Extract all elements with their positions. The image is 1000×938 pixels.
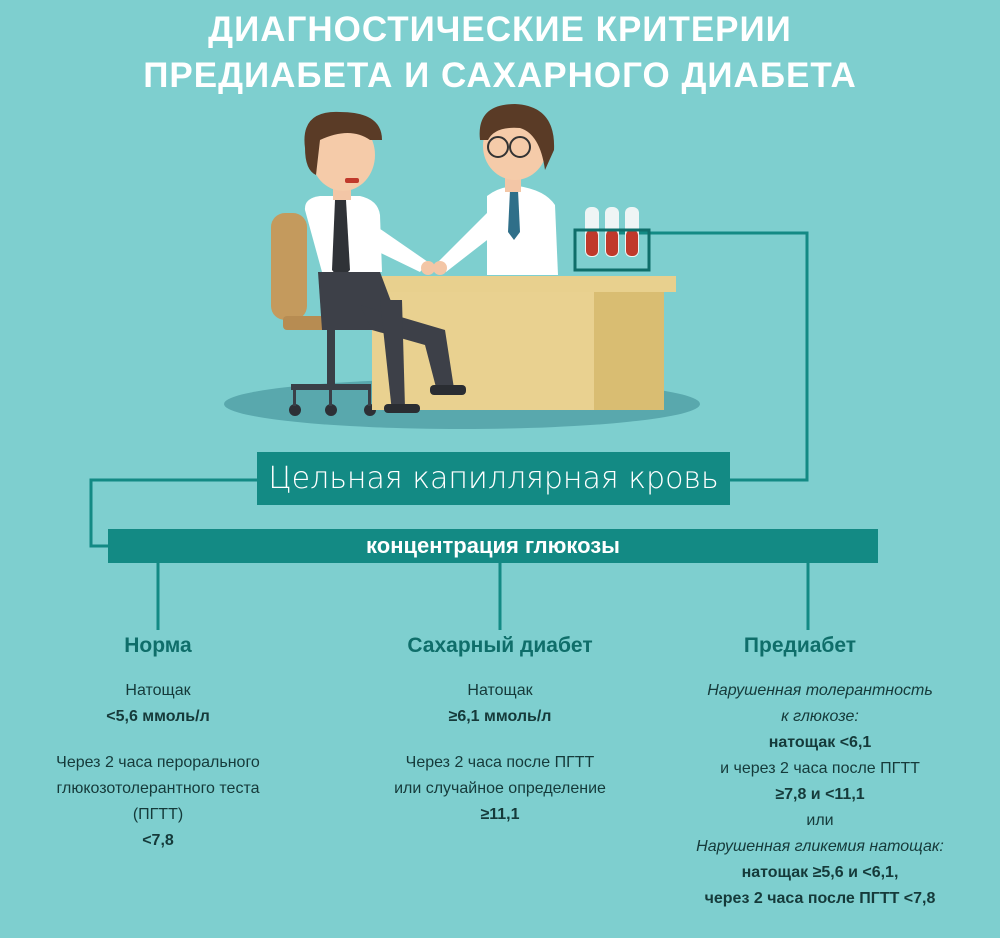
doctor-illustration <box>433 104 558 275</box>
norm-fasting-label: Натощак <box>125 682 191 699</box>
diabetes-ogtt-line-1: Через 2 часа после ПГТТ <box>405 754 595 771</box>
left-connector <box>89 478 257 548</box>
prediabetes-ifg-after: через 2 часа после ПГТТ <7,8 <box>704 890 936 907</box>
diabetes-title: Сахарный диабет <box>407 634 593 657</box>
prediabetes-igt-after: и через 2 часа после ПГТТ <box>720 760 920 777</box>
connector-lines <box>89 231 810 630</box>
norm-ogtt-line-2: глюкозотолерантного теста <box>56 780 260 797</box>
prediabetes-column: Нарушенная толерантность к глюкозе: нато… <box>660 678 980 912</box>
patient-illustration <box>304 111 466 413</box>
title-line-1: ДИАГНОСТИЧЕСКИЕ КРИТЕРИИ <box>208 10 792 49</box>
prediabetes-igt-line-1: Нарушенная толерантность <box>707 682 933 699</box>
prediabetes-title: Предиабет <box>743 634 857 657</box>
prediabetes-or: или <box>806 812 834 829</box>
prediabetes-igt-line-2: к глюкозе: <box>781 708 859 725</box>
norm-ogtt-line-1: Через 2 часа перорального <box>56 754 260 771</box>
measure-bar: концентрация глюкозы <box>108 529 878 563</box>
prediabetes-ifg-label: Нарушенная гликемия натощак: <box>696 838 944 855</box>
diabetes-fasting-value: ≥6,1 ммоль/л <box>448 708 552 725</box>
norm-title: Норма <box>124 634 192 657</box>
diabetes-ogtt-value: ≥11,1 <box>480 806 520 823</box>
diabetes-fasting-label: Натощак <box>467 682 533 699</box>
norm-fasting-value: <5,6 ммоль/л <box>106 708 210 725</box>
norm-ogtt-value: <7,8 <box>142 832 174 849</box>
prediabetes-igt-after-value: ≥7,8 и <11,1 <box>775 786 865 803</box>
norm-ogtt-line-3: (ПГТТ) <box>132 806 184 823</box>
test-tube-rack-icon <box>573 207 651 272</box>
prediabetes-ifg-fasting: натощак ≥5,6 и <6,1, <box>741 864 899 881</box>
tube-connector <box>612 231 809 482</box>
desk-illustration <box>360 276 676 410</box>
title-line-2: ПРЕДИАБЕТА И САХАРНОГО ДИАБЕТА <box>143 56 857 95</box>
prediabetes-igt-fasting: натощак <6,1 <box>768 734 872 751</box>
diabetes-column: Натощак ≥6,1 ммоль/л Через 2 часа после … <box>350 678 650 828</box>
norm-column: Натощак <5,6 ммоль/л Через 2 часа перора… <box>18 678 298 854</box>
diabetes-ogtt-line-2: или случайное определение <box>394 780 606 797</box>
sample-type-label: Цельная капиллярная кровь <box>257 452 730 505</box>
chair-illustration <box>271 213 376 416</box>
